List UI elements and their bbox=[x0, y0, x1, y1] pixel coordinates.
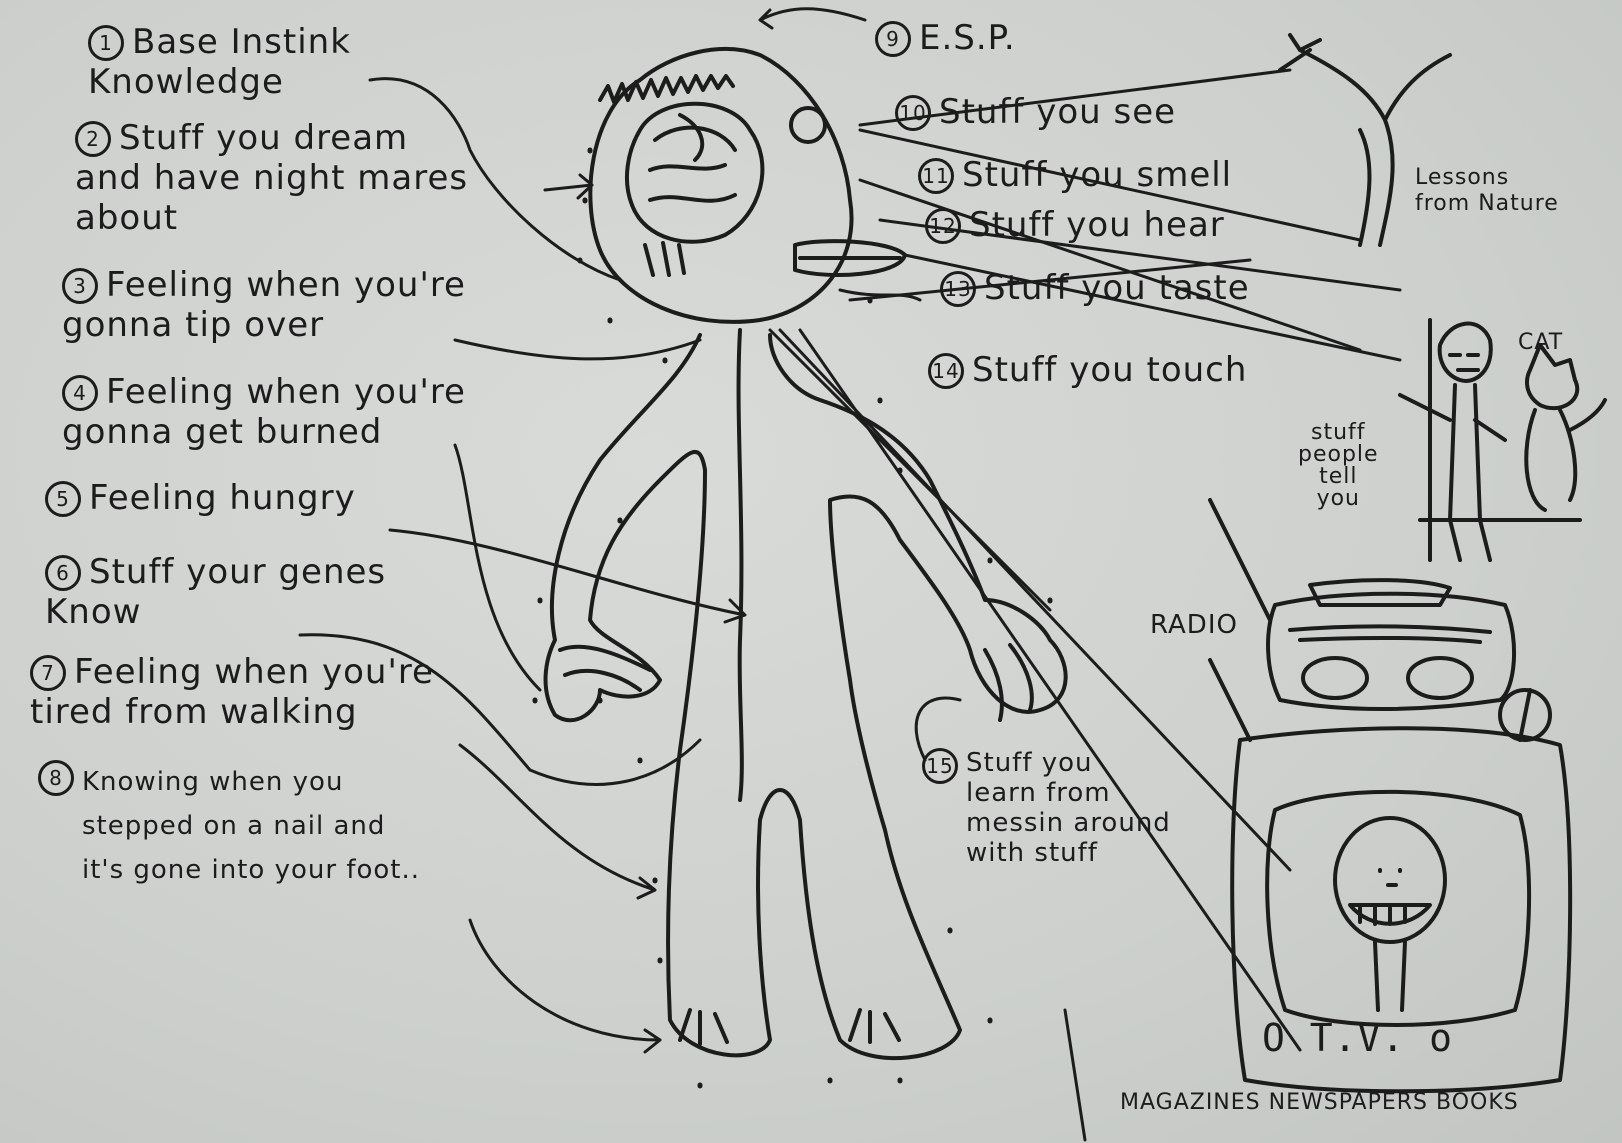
label-radio: RADIO bbox=[1150, 610, 1238, 640]
mouth-icon bbox=[795, 241, 905, 275]
label-esp: 9E.S.P. bbox=[875, 18, 1016, 58]
brain-icon bbox=[627, 104, 762, 242]
label-base-instinct: 1Base Instink Knowledge bbox=[88, 22, 351, 102]
label-nail: 8Knowing when you stepped on a nail and … bbox=[38, 760, 420, 892]
spine bbox=[739, 330, 742, 800]
person-icon bbox=[1400, 320, 1580, 560]
label-hear: 12Stuff you hear bbox=[925, 205, 1225, 245]
label-tip-over: 3Feeling when you're gonna tip over bbox=[62, 265, 466, 345]
radio-icon bbox=[1210, 500, 1514, 709]
body-outline bbox=[546, 335, 1066, 1058]
label-tired: 7Feeling when you're tired from walking bbox=[30, 652, 434, 732]
label-cat: CAT bbox=[1518, 330, 1563, 356]
label-lessons-from-nature: Lessons from Nature bbox=[1415, 165, 1559, 217]
eye-icon bbox=[791, 108, 825, 142]
label-see: 10Stuff you see bbox=[895, 92, 1176, 132]
label-hungry: 5Feeling hungry bbox=[45, 478, 356, 518]
label-people-tell-you: stuff people tell you bbox=[1298, 422, 1379, 510]
label-tv: O T.V. o bbox=[1262, 1018, 1453, 1058]
cat-icon bbox=[1526, 345, 1605, 510]
label-smell: 11Stuff you smell bbox=[918, 155, 1232, 195]
label-burned: 4Feeling when you're gonna get burned bbox=[62, 372, 466, 452]
label-dreams: 2Stuff you dream and have night mares ab… bbox=[75, 118, 468, 238]
head-outline bbox=[590, 49, 851, 322]
label-magazines-newspapers-books: MAGAZINES NEWSPAPERS BOOKS bbox=[1120, 1090, 1519, 1116]
label-taste: 13Stuff you taste bbox=[940, 268, 1250, 308]
label-genes: 6Stuff your genes Know bbox=[45, 552, 386, 632]
label-messin-around: 15Stuff you learn from messin around wit… bbox=[922, 748, 1171, 868]
label-touch: 14Stuff you touch bbox=[928, 350, 1247, 390]
